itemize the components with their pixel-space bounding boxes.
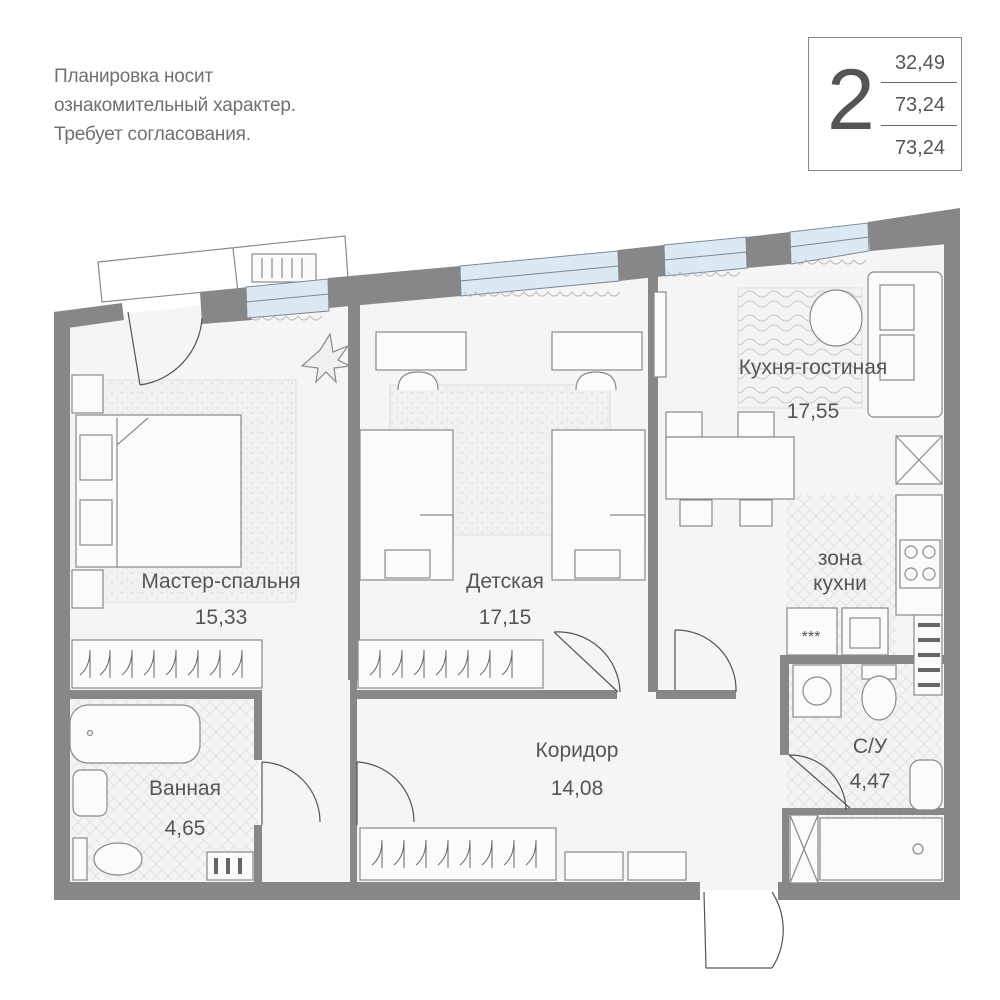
windows	[245, 222, 870, 319]
badge-divider	[881, 82, 957, 83]
disclaimer-line-1: Планировка носит	[54, 66, 213, 87]
doors	[261, 629, 851, 969]
master-bedroom-name: Мастер-спальня	[141, 570, 300, 593]
walls	[54, 208, 960, 900]
radiator	[918, 623, 940, 687]
disclaimer-note: Планировка носит ознакомительный характе…	[54, 62, 374, 149]
bedroom-hangers	[79, 649, 243, 874]
kitchen-living-name: Кухня-гостиная	[739, 356, 888, 379]
stove-label: ***	[802, 629, 821, 646]
wc-furniture	[789, 664, 943, 884]
kitchen-zone-line-1: зона	[818, 547, 863, 570]
round-table	[809, 289, 863, 347]
corridor-area: 14,08	[551, 777, 604, 800]
curtains	[249, 259, 867, 321]
kids-door	[553, 631, 621, 693]
corridor-name: Коридор	[536, 739, 619, 762]
room-count: 2	[827, 52, 875, 148]
bathroom-name: Ванная	[149, 777, 221, 800]
balcony-door[interactable]	[127, 311, 203, 386]
kitchen-living-furniture	[653, 271, 943, 696]
disclaimer-line-3: Требует согласования.	[54, 124, 251, 145]
total-area-with-balcony-value: 73,24	[894, 137, 945, 159]
wc-door	[788, 754, 851, 811]
kitchen-door	[674, 629, 737, 693]
wc-name: С/У	[853, 735, 888, 758]
area-badge: 2 32,49 73,24 73,24	[808, 37, 962, 171]
kids-room-name: Детская	[466, 570, 544, 593]
entrance-door	[703, 891, 784, 969]
disclaimer-line-2: ознакомительный характер.	[54, 95, 296, 116]
kitchen-living-area: 17,55	[787, 400, 840, 423]
closet-hangers	[369, 649, 537, 868]
kids-room-area: 17,15	[479, 606, 532, 629]
badge-divider	[881, 125, 957, 126]
living-area-value: 32,49	[894, 52, 945, 74]
corridor-door-left	[356, 761, 415, 825]
kitchen-zone-line-2: кухни	[813, 572, 867, 595]
total-area-value: 73,24	[894, 94, 945, 116]
kids-room-furniture	[357, 331, 687, 881]
wc-area: 4,47	[850, 770, 891, 793]
plant-icon	[300, 332, 353, 384]
bathroom-door	[261, 761, 321, 825]
bathroom-area: 4,65	[165, 817, 206, 840]
master-bedroom-area: 15,33	[195, 606, 248, 629]
master-bedroom-furniture	[69, 332, 353, 881]
